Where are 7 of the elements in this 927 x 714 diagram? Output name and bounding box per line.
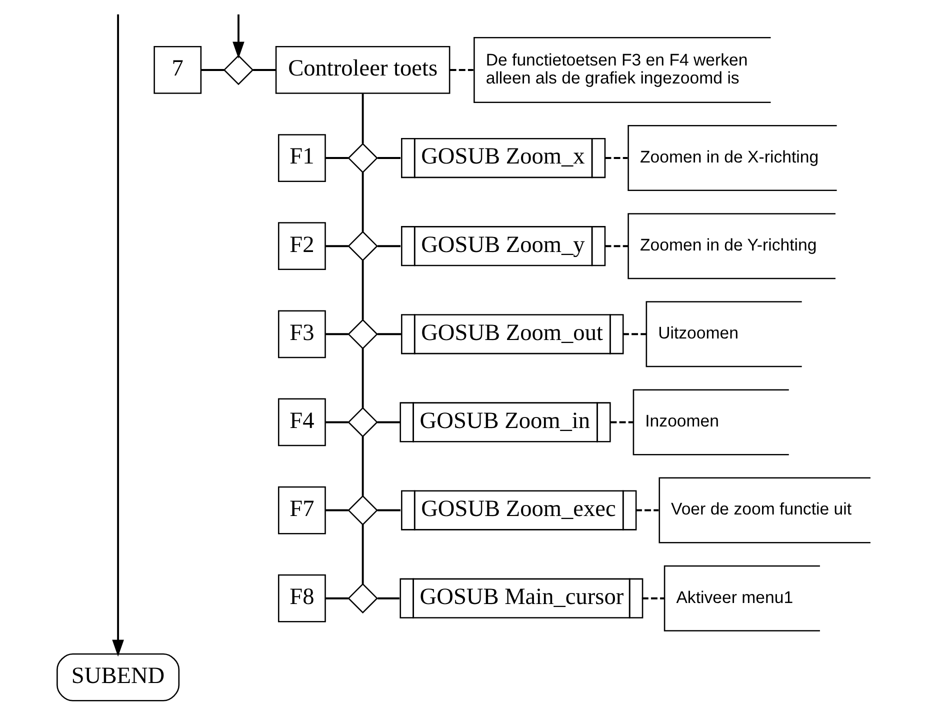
node-text: Zoomen in de Y-richting	[640, 235, 817, 254]
node-text: Aktiveer menu1	[676, 588, 794, 607]
node-text: Inzoomen	[645, 412, 720, 431]
node-text: Zoomen in de X-richting	[640, 147, 819, 166]
node-text: Voer de zoom functie uit	[671, 500, 852, 519]
node-text: Uitzoomen	[658, 324, 739, 343]
node-text: De functietoetsen F3 en F4 werken alleen als de grafiek ingezoomd is	[486, 50, 748, 88]
